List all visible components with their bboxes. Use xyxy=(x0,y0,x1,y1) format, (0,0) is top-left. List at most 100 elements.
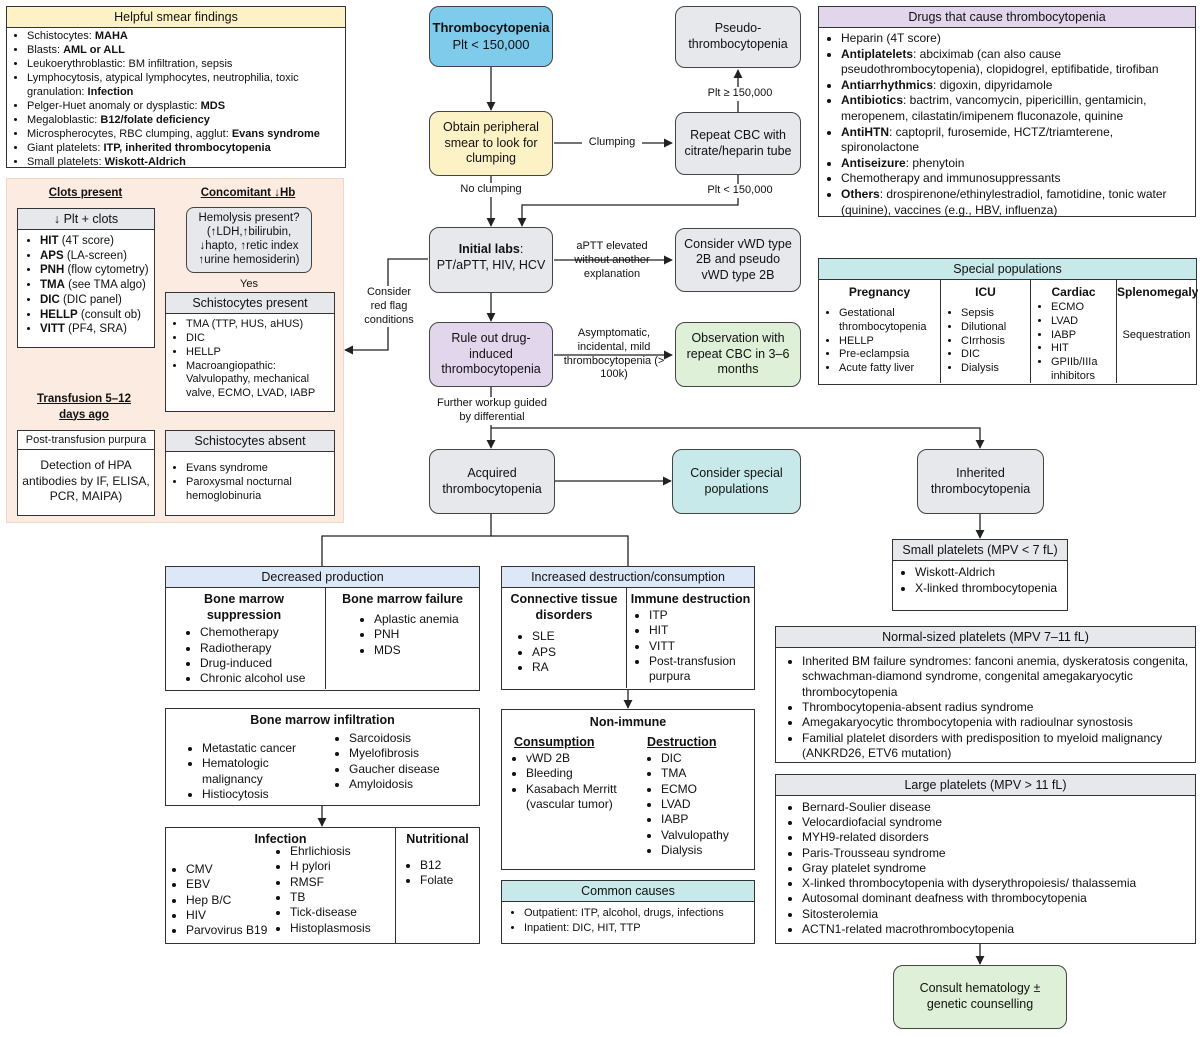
special-populations-title: Special populations xyxy=(819,259,1196,280)
item-bold: HIT xyxy=(40,235,59,247)
consult-hematology-node: Consult hematology ± genetic counselling xyxy=(893,965,1067,1029)
list-item: IABP xyxy=(661,812,754,827)
list-item: Histiocytosis xyxy=(202,787,331,802)
hemolysis-node: Hemolysis present? (↑LDH,↑bilirubin, ↓ha… xyxy=(186,207,312,273)
transfusion-text: Detection of HPA antibodies by IF, ELISA… xyxy=(22,458,150,504)
schisto-absent-list: Evans syndromeParoxysmal nocturnal hemog… xyxy=(166,452,334,504)
list-item: LVAD xyxy=(661,797,754,812)
item-text: (LA-screen) xyxy=(63,249,127,262)
ctd-list: SLEAPSRA xyxy=(502,629,626,675)
item-text: : bactrim, vancomycin, pipericillin, gen… xyxy=(841,93,1147,123)
no-clumping-label: No clumping xyxy=(460,183,522,197)
list-item: ECMO xyxy=(661,782,754,797)
list-item: VITT xyxy=(649,639,754,654)
item-bold: Others xyxy=(841,186,880,201)
small-platelets-box: Small platelets (MPV < 7 fL) Wiskott-Ald… xyxy=(892,539,1068,611)
nutritional-title: Nutritional xyxy=(406,832,469,846)
schisto-present-box: Schistocytes present TMA (TTP, HUS, aHUS… xyxy=(165,292,335,412)
list-item: Thrombocytopenia-absent radius syndrome xyxy=(802,700,1189,715)
item-bold: VITT xyxy=(40,323,65,336)
list-item: GPIIb/IIIa inhibitors xyxy=(1051,356,1114,384)
decreased-production-box: Decreased production Bone marrow suppres… xyxy=(165,566,480,691)
list-item: HELLP xyxy=(839,335,938,349)
increased-destruction-title: Increased destruction/consumption xyxy=(502,567,754,588)
initial-labs-node: Initial labs: PT/aPTT, HIV, HCV xyxy=(429,227,553,293)
smear-findings-title: Helpful smear findings xyxy=(7,7,345,28)
item-bold: Wiskott-Aldrich xyxy=(104,155,186,168)
infection-box: Infection CMVEBVHep B/CHIVParvovirus B19… xyxy=(165,827,480,944)
list-item: vWD 2B xyxy=(526,751,637,766)
schisto-present-list: TMA (TTP, HUS, aHUS)DICHELLPMacroangiopa… xyxy=(166,314,334,401)
list-item: Tick-disease xyxy=(290,905,395,920)
infiltration-box: Bone marrow infiltration Metastatic canc… xyxy=(165,708,480,806)
list-item: APS xyxy=(532,645,626,660)
list-item: Giant platelets: ITP, inherited thromboc… xyxy=(27,142,337,156)
transfusion-box: Post-transfusion purpura Detection of HP… xyxy=(17,430,155,516)
infection-title: Infection xyxy=(254,832,307,846)
item-text: : phenytoin xyxy=(905,155,965,170)
schisto-absent-title: Schistocytes absent xyxy=(166,431,334,452)
asymptomatic-label: Asymptomatic, incidental, mild thrombocy… xyxy=(563,327,665,381)
list-item: Kasabach Merritt (vascular tumor) xyxy=(526,782,637,813)
hb-heading: Concomitant ↓Hb xyxy=(200,187,296,199)
clots-list: HIT (4T score)APS (LA-screen)PNH (flow c… xyxy=(18,230,154,337)
item-text: Leukoerythroblastic: BM infiltration, se… xyxy=(27,57,233,70)
list-item: MYH9-related disorders xyxy=(802,830,1189,845)
list-item: VITT (PF4, SRA) xyxy=(40,322,150,337)
list-item: Amegakaryocytic thrombocytopenia with ra… xyxy=(802,715,1189,730)
list-item: Velocardiofacial syndrome xyxy=(802,815,1189,830)
item-text: Megaloblastic: xyxy=(27,113,101,126)
normal-platelets-title: Normal-sized platelets (MPV 7–11 fL) xyxy=(776,627,1195,648)
list-item: Acute fatty liver xyxy=(839,362,938,376)
list-item: MDS xyxy=(374,643,479,658)
list-item: Wiskott-Aldrich xyxy=(915,565,1067,581)
initial-labs-text: : PT/aPTT, HIV, HCV xyxy=(436,242,546,272)
list-item: Post-transfusion purpura xyxy=(649,654,754,685)
list-item: ITP xyxy=(649,608,754,623)
item-bold: Antiseizure xyxy=(841,155,906,170)
list-item: Dialysis xyxy=(961,362,1028,376)
destruction-list: DICTMAECMOLVADIABPValvulopathyDialysis xyxy=(637,751,754,859)
thrombocytopenia-title: Thrombocytopenia xyxy=(432,20,550,36)
clots-box: ↓ Plt + clots HIT (4T score)APS (LA-scre… xyxy=(17,208,155,348)
common-causes-box: Common causes Outpatient: ITP, alcohol, … xyxy=(501,880,755,944)
list-item: ACTN1-related macrothrombocytopenia xyxy=(802,922,1189,937)
list-item: PNH (flow cytometry) xyxy=(40,263,150,278)
schisto-absent-box: Schistocytes absent Evans syndromeParoxy… xyxy=(165,430,335,516)
special-column-list: Gestational thrombocytopeniaHELLPPre-ecl… xyxy=(819,307,940,376)
list-item: Gaucher disease xyxy=(349,762,479,777)
item-bold: DIC xyxy=(40,293,60,306)
list-item: DIC (DIC panel) xyxy=(40,293,150,308)
thrombocytopenia-node: Thrombocytopenia Plt < 150,000 xyxy=(429,6,553,67)
infiltration-right-list: SarcoidosisMyelofibrosisGaucher diseaseA… xyxy=(331,731,479,802)
acquired-node: Acquired thrombocytopenia xyxy=(429,449,555,514)
nonimmune-title: Non-immune xyxy=(589,715,667,729)
nonimmune-box: Non-immune Consumption vWD 2BBleedingKas… xyxy=(501,709,755,870)
list-item: DIC xyxy=(186,332,330,346)
yes-label: Yes xyxy=(240,278,258,290)
special-column-heading: Splenomegaly xyxy=(1117,285,1199,299)
list-item: Ehrlichiosis xyxy=(290,844,395,859)
failure-list: Aplastic anemiaPNHMDS xyxy=(326,612,479,658)
list-item: Chronic alcohol use xyxy=(200,671,325,686)
large-platelets-box: Large platelets (MPV > 11 fL) Bernard-So… xyxy=(775,774,1196,944)
item-bold: MAHA xyxy=(94,30,128,42)
list-item: Dialysis xyxy=(661,843,754,858)
list-item: Hematologic malignancy xyxy=(202,756,331,787)
item-text: Blasts: xyxy=(27,43,64,56)
list-item: Myelofibrosis xyxy=(349,746,479,761)
item-bold: AntiHTN xyxy=(841,124,889,139)
red-flag-label: Consider red flag conditions xyxy=(362,286,416,328)
list-item: Histoplasmosis xyxy=(290,921,395,936)
large-platelets-list: Bernard-Soulier diseaseVelocardiofacial … xyxy=(776,796,1195,937)
list-item: Hep B/C xyxy=(186,893,276,908)
item-bold: ITP, inherited thrombocytopenia xyxy=(103,141,271,154)
special-column-text: Sequestration xyxy=(1122,329,1191,341)
list-item: Sepsis xyxy=(961,307,1028,321)
item-bold: HELLP xyxy=(40,308,78,321)
list-item: DIC xyxy=(961,348,1028,362)
list-item: EBV xyxy=(186,877,276,892)
list-item: Macroangiopathic: Valvulopathy, mechanic… xyxy=(186,360,330,402)
list-item: X-linked thrombocytopenia xyxy=(915,581,1067,597)
